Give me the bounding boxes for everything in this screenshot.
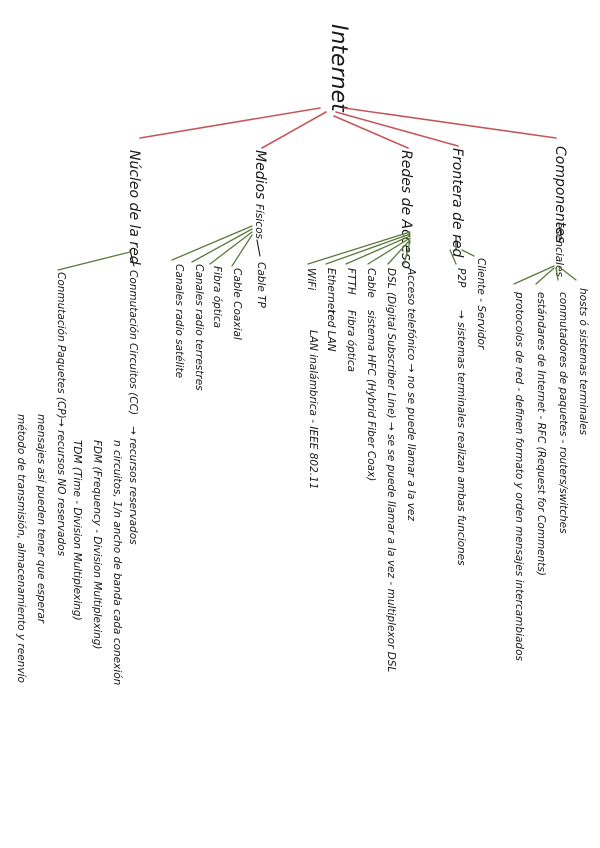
- componente-hosts: hosts ó sistemas terminales: [577, 288, 589, 436]
- componentes-connectors: [513, 265, 577, 285]
- red-fibra-optica: Fibra óptica: [345, 310, 357, 372]
- branch-frontera-label: Frontera de red: [449, 148, 465, 257]
- connector-redes: [333, 115, 409, 149]
- componentes-item-1: conmutadores de paquetes - routers/switc…: [557, 292, 569, 534]
- medios-fisicos-connectors: [171, 225, 253, 267]
- medio-radio-terrestre: Canales radio terrestres: [193, 264, 205, 391]
- nucleo-paquetes-note-1: mensajes así pueden tener que esperar: [35, 414, 47, 624]
- nucleo-paquetes-metodo: método de transmisión, almacenamiento y …: [15, 414, 27, 683]
- branch-frontera: Frontera de red: [449, 148, 465, 257]
- medio-fibra-optica: Fibra óptica: [211, 266, 223, 328]
- branch-medios: Medios: [252, 150, 268, 199]
- medios-item-3: Canales radio terrestres: [193, 264, 205, 391]
- medios-fisicos-stem: [256, 239, 261, 257]
- red-lan-inalambrica: LAN inalámbrica - IEEE 802.11: [307, 330, 319, 489]
- branch-componentes-label: Componentes: [552, 146, 568, 243]
- nucleo-circuitos-tdm: TDM (Time - Division Multiplexing): [71, 440, 83, 621]
- medios-fisicos-node: Físicos: [253, 204, 265, 240]
- frontera-item-0: Cliente - Servidor: [475, 258, 487, 350]
- medio-cable-tp: Cable TP: [255, 262, 267, 309]
- redes-item-3: sistema HFC (Hybrid Fiber Coax): [365, 310, 377, 481]
- nucleo-stem: [129, 249, 135, 267]
- medio-cable-coaxial: Cable Coaxial: [231, 268, 243, 340]
- red-acceso-telefonico: Acceso telefónico → no se puede llamar a…: [405, 267, 417, 521]
- componentes-esenciales-label: esenciales: [553, 222, 565, 278]
- nucleo-paquetes-recursos: → recursos NO reservados: [55, 418, 67, 557]
- root-label: Internet: [326, 24, 351, 113]
- nucleo-circuitos-node: Conmutación Circuitos (CC): [127, 270, 139, 415]
- branch-nucleo: Núcleo de la red: [126, 150, 142, 265]
- redes-item-9: WiFi: [305, 268, 317, 290]
- componentes-item-2: estándares de Internet - RFC (Request fo…: [535, 292, 547, 576]
- connector-componentes: [343, 107, 557, 139]
- branch-nucleo-label: Núcleo de la red: [126, 150, 142, 265]
- componentes-item-0: hosts ó sistemas terminales: [577, 288, 589, 436]
- red-hfc: sistema HFC (Hybrid Fiber Coax): [365, 310, 377, 481]
- redes-item-8: LAN inalámbrica - IEEE 802.11: [307, 330, 319, 489]
- frontera-connector-1: [449, 249, 457, 265]
- nucleo-circuitos-recursos: → recursos reservados: [127, 426, 139, 545]
- redes-connectors: [307, 231, 411, 265]
- red-cable: Cable: [365, 268, 377, 298]
- connector-medios: [261, 111, 327, 149]
- frontera-cliente-servidor: Cliente - Servidor: [475, 258, 487, 350]
- nucleo-paquetes-label: Conmutación Paquetes (CP): [55, 272, 67, 419]
- medios-item-4: Canales radio satélite: [173, 264, 185, 378]
- nucleo-circuitos-fdm: FDM (Frequency - Division Multiplexing): [91, 440, 103, 650]
- root-node: Internet: [326, 24, 351, 113]
- red-dsl: DSL (Digital Subscriber Line) → se se pu…: [385, 268, 397, 673]
- frontera-item-1: P2P: [455, 268, 467, 288]
- frontera-connector-0: [461, 249, 475, 257]
- red-ftth: FTTH: [345, 268, 357, 295]
- nucleo-connector-paquetes: [57, 251, 131, 271]
- componentes-esenciales-node: esenciales: [553, 222, 565, 278]
- nucleo-paquetes-node: Conmutación Paquetes (CP): [55, 272, 67, 419]
- nucleo-circuitos-note-1: n circuitos, 1/n ancho de banda cada con…: [111, 440, 123, 685]
- medio-radio-satelite: Canales radio satélite: [173, 264, 185, 378]
- frontera-item-2: → sistemas terminales realizan ambas fun…: [455, 310, 467, 566]
- frontera-p2p-note: → sistemas terminales realizan ambas fun…: [455, 310, 467, 566]
- red-wifi: WiFi: [305, 268, 317, 290]
- medios-fisicos-label: Físicos: [253, 204, 265, 240]
- red-lan: red LAN: [325, 310, 337, 352]
- redes-item-2: Cable: [365, 268, 377, 298]
- redes-item-5: Fibra óptica: [345, 310, 357, 372]
- connector-frontera: [335, 111, 459, 147]
- componente-protocolos: protocolos de red - definen formato y or…: [513, 291, 525, 662]
- nucleo-circuitos-note-3: TDM (Time - Division Multiplexing): [71, 440, 83, 621]
- redes-item-7: red LAN: [325, 310, 337, 352]
- branch-componentes: Componentes: [552, 146, 568, 243]
- redes-item-1: DSL (Digital Subscriber Line) → se se pu…: [385, 268, 397, 673]
- medios-item-2: Fibra óptica: [211, 266, 223, 328]
- red-ethernet: Ethernet: [325, 268, 337, 314]
- nucleo-circuitos-label: Conmutación Circuitos (CC): [127, 270, 139, 415]
- redes-item-4: FTTH: [345, 268, 357, 295]
- branch-medios-label: Medios: [252, 150, 268, 199]
- nucleo-circuitos-note-2: FDM (Frequency - Division Multiplexing): [91, 440, 103, 650]
- root-connectors: [139, 107, 557, 149]
- nucleo-circuitos-note-0: → recursos reservados: [127, 426, 139, 545]
- nucleo-paquetes-note-2: método de transmisión, almacenamiento y …: [15, 414, 27, 683]
- nucleo-paquetes-note-0: → recursos NO reservados: [55, 418, 67, 557]
- componentes-item-3: protocolos de red - definen formato y or…: [513, 291, 525, 662]
- medios-item-1: Cable Coaxial: [231, 268, 243, 340]
- medios-item-0: Cable TP: [255, 262, 267, 309]
- componente-conmutadores: conmutadores de paquetes - routers/switc…: [557, 292, 569, 534]
- componente-estandares: estándares de Internet - RFC (Request fo…: [535, 292, 547, 576]
- nucleo-circuitos-n: n circuitos, 1/n ancho de banda cada con…: [111, 440, 123, 685]
- connector-nucleo: [139, 107, 321, 139]
- nucleo-paquetes-esperar: mensajes así pueden tener que esperar: [35, 414, 47, 624]
- redes-item-0: Acceso telefónico → no se puede llamar a…: [405, 267, 417, 521]
- redes-item-6: Ethernet: [325, 268, 337, 314]
- frontera-p2p: P2P: [455, 268, 467, 288]
